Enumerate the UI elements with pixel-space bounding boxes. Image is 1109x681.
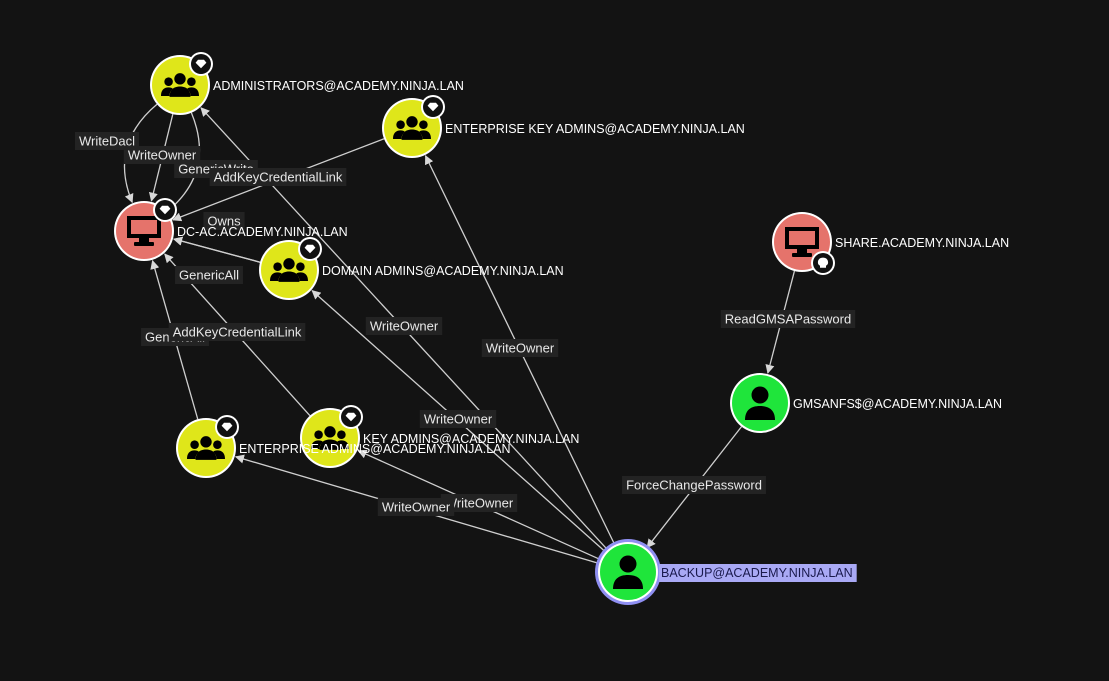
edge-label-text: WriteOwner xyxy=(370,319,439,334)
edge-label-0[interactable]: WriteDacl xyxy=(74,132,140,150)
edge-label-13[interactable]: ReadGMSAPassword xyxy=(720,310,856,328)
node-label: DC-AC.ACADEMY.NINJA.LAN xyxy=(177,225,348,239)
node-badge xyxy=(339,405,363,429)
edge-label-text: ForceChangePassword xyxy=(626,478,762,493)
edge-domain_admins-to-dc_ac[interactable] xyxy=(173,236,261,263)
edge-label-9[interactable]: WriteOwner xyxy=(419,410,497,428)
edge-label-text: GenericAll xyxy=(179,268,239,283)
edge-label-background xyxy=(203,212,245,230)
node-badge xyxy=(189,52,213,76)
edge-label-1[interactable]: WriteOwner xyxy=(123,146,201,164)
edge-label-text: ReadGMSAPassword xyxy=(725,312,851,327)
node-key-admins[interactable]: KEY ADMINS@ACADEMY.NINJA.LAN xyxy=(300,405,579,468)
node-label: GMSANFS$@ACADEMY.NINJA.LAN xyxy=(793,397,1002,411)
edge-label-text: Owns xyxy=(207,214,241,229)
node-label: SHARE.ACADEMY.NINJA.LAN xyxy=(835,236,1009,250)
edge-label-7[interactable]: AddKeyCredentialLink xyxy=(168,323,306,341)
edge-label-background xyxy=(74,132,140,150)
edge-label-5[interactable]: GenericAll xyxy=(175,266,243,284)
edge-label-4[interactable]: Owns xyxy=(203,212,245,230)
node-badge xyxy=(298,237,322,261)
node-label-highlight xyxy=(659,564,857,582)
node-badge xyxy=(421,95,445,119)
edge-label-text: WriteOwner xyxy=(424,412,493,427)
node-badge xyxy=(215,415,239,439)
edge-label-background xyxy=(175,266,243,284)
node-gmsanfs[interactable]: GMSANFS$@ACADEMY.NINJA.LAN xyxy=(730,373,1002,433)
edge-label-text: AddKeyCredentialLink xyxy=(214,170,343,185)
node-label: ADMINISTRATORS@ACADEMY.NINJA.LAN xyxy=(213,79,464,93)
node-administrators[interactable]: ADMINISTRATORS@ACADEMY.NINJA.LAN xyxy=(150,52,464,115)
node-backup[interactable]: BACKUP@ACADEMY.NINJA.LAN xyxy=(595,539,857,605)
edge-label-text: WriteDacl xyxy=(79,134,135,149)
node-enterprise-admins[interactable]: ENTERPRISE ADMINS@ACADEMY.NINJA.LAN xyxy=(176,415,511,478)
edge-label-text: WriteOwner xyxy=(382,500,451,515)
edge-label-background xyxy=(377,498,455,516)
edge-label-background xyxy=(440,494,518,512)
edge-label-14[interactable]: ForceChangePassword xyxy=(622,476,766,494)
node-badge xyxy=(153,198,177,222)
edge-label-3[interactable]: AddKeyCredentialLink xyxy=(209,168,347,186)
edge-label-background xyxy=(419,410,497,428)
edge-label-text: WriteOwner xyxy=(445,496,514,511)
edge-label-10[interactable]: WriteOwner xyxy=(481,339,559,357)
edge-label-8[interactable]: WriteOwner xyxy=(365,317,443,335)
edge-label-background xyxy=(365,317,443,335)
edge-label-background xyxy=(622,476,766,494)
node-domain-admins[interactable]: DOMAIN ADMINS@ACADEMY.NINJA.LAN xyxy=(259,237,564,300)
edge-label-background xyxy=(720,310,856,328)
node-enterprise-key-admins[interactable]: ENTERPRISE KEY ADMINS@ACADEMY.NINJA.LAN xyxy=(382,95,745,158)
edge-label-text: AddKeyCredentialLink xyxy=(173,325,302,340)
node-label: DOMAIN ADMINS@ACADEMY.NINJA.LAN xyxy=(322,264,564,278)
edge-label-background xyxy=(123,146,201,164)
edge-label-11[interactable]: WriteOwner xyxy=(440,494,518,512)
edge-label-12[interactable]: WriteOwner xyxy=(377,498,455,516)
node-dc-ac[interactable]: DC-AC.ACADEMY.NINJA.LAN xyxy=(114,198,348,261)
edge-label-background xyxy=(209,168,347,186)
edge-label-background xyxy=(168,323,306,341)
edge-label-text: WriteOwner xyxy=(486,341,555,356)
edge-label-text: WriteOwner xyxy=(128,148,197,163)
node-label: KEY ADMINS@ACADEMY.NINJA.LAN xyxy=(363,432,579,446)
node-label: ENTERPRISE KEY ADMINS@ACADEMY.NINJA.LAN xyxy=(445,122,745,136)
node-label: ENTERPRISE ADMINS@ACADEMY.NINJA.LAN xyxy=(239,442,511,456)
node-badge xyxy=(811,251,835,275)
edge-label-background xyxy=(481,339,559,357)
node-label: BACKUP@ACADEMY.NINJA.LAN xyxy=(661,566,853,580)
node-share[interactable]: SHARE.ACADEMY.NINJA.LAN xyxy=(772,212,1009,275)
